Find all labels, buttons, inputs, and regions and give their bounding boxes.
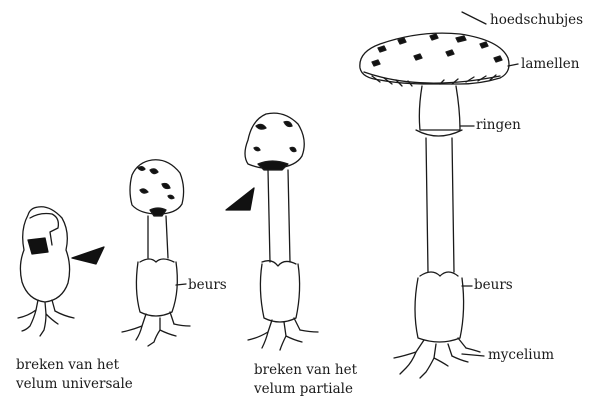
- caption-partiale-line-1: breken van het: [254, 362, 357, 378]
- caption-partiale-line-2: velum partiale: [254, 381, 353, 397]
- label-beurs-small: beurs: [188, 277, 227, 293]
- hoedschubjes-pointer: [462, 12, 486, 24]
- label-lamellen: lamellen: [521, 56, 579, 72]
- caption-universale-line-2: velum universale: [16, 376, 133, 392]
- veil-break-arrow-1: [72, 247, 104, 264]
- label-ringen: ringen: [476, 117, 521, 133]
- veil-break-arrow-2: [226, 188, 254, 210]
- label-mycelium: mycelium: [488, 347, 554, 363]
- egg-stage-mushroom: [18, 207, 104, 336]
- emerging-stage-mushroom: [122, 160, 190, 346]
- label-beurs-large: beurs: [474, 277, 513, 293]
- caption-universale-line-1: breken van het: [16, 357, 119, 373]
- mycelium-pointer: [462, 354, 484, 356]
- elongating-stage-mushroom: [226, 113, 318, 350]
- label-hoedschubjes: hoedschubjes: [490, 12, 583, 28]
- mature-stage-mushroom: [360, 12, 518, 378]
